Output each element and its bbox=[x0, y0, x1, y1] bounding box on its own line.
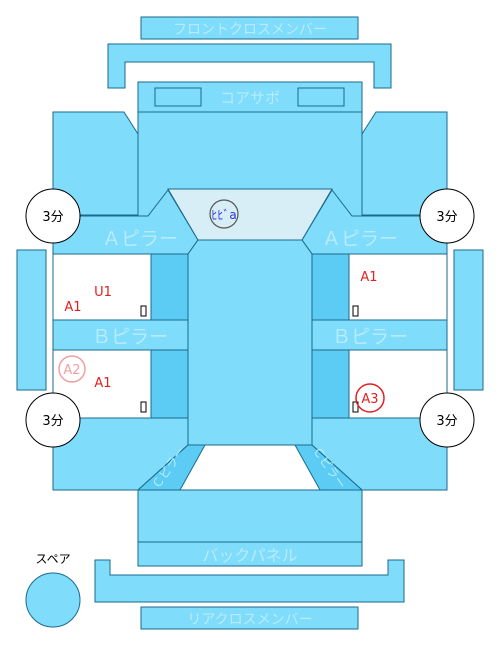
panels bbox=[16, 16, 484, 630]
b-pillar-left bbox=[52, 319, 189, 351]
a-pillar-right-label: Ａピラー bbox=[322, 228, 398, 250]
door-handle-icon bbox=[140, 401, 147, 413]
windshield-mark-circle[interactable] bbox=[209, 199, 239, 229]
core-support-slot-right bbox=[297, 87, 345, 107]
rear-left-circle-mark: A2 bbox=[63, 363, 80, 378]
front-left-door bbox=[52, 253, 152, 321]
badge-front-left-label: 3分 bbox=[42, 210, 63, 225]
rear-cross-member-label: リアクロスメンバー bbox=[187, 612, 312, 628]
spare-label: スペア bbox=[35, 552, 70, 566]
trunk-lid bbox=[137, 489, 363, 543]
core-support-slot-left bbox=[154, 87, 202, 107]
door-handles bbox=[140, 305, 359, 413]
left-side-sill bbox=[16, 249, 47, 391]
back-panel-label: バックパネル bbox=[202, 546, 297, 565]
a-pillar-left-label: Ａピラー bbox=[102, 228, 178, 250]
badge-rear-right-label: 3分 bbox=[436, 414, 457, 429]
core-support-label: コアサポ bbox=[220, 89, 280, 107]
door-handle-icon bbox=[352, 305, 359, 317]
front-left-door-mark-2: A1 bbox=[64, 300, 81, 315]
right-side-sill bbox=[453, 249, 484, 391]
b-pillar-right-label: Ｂピラー bbox=[332, 326, 408, 348]
rear-right-circle-mark: A3 bbox=[361, 392, 378, 407]
wheel-badge-front-right[interactable] bbox=[419, 188, 475, 244]
spare-tire bbox=[25, 572, 81, 628]
rear-bracket bbox=[94, 559, 405, 603]
wheel-badges bbox=[25, 188, 475, 448]
rear-left-door-mark: A1 bbox=[94, 376, 111, 391]
rear-right-mark-circle[interactable] bbox=[355, 383, 385, 413]
front-right-fender bbox=[361, 111, 448, 216]
wheel-badge-rear-right[interactable] bbox=[419, 392, 475, 448]
badge-rear-left-label: 3分 bbox=[42, 414, 63, 429]
rear-cross-member bbox=[140, 606, 359, 630]
windshield bbox=[167, 188, 333, 241]
badge-front-right-label: 3分 bbox=[436, 210, 457, 225]
roof bbox=[187, 239, 313, 446]
door-handle-icon bbox=[352, 401, 359, 413]
b-pillar-left-label: Ｂピラー bbox=[92, 326, 168, 348]
wheel-badge-front-left[interactable] bbox=[25, 188, 81, 244]
windshield-mark: ﾋﾋﾞa bbox=[211, 208, 236, 222]
front-right-door bbox=[348, 253, 448, 321]
rear-left-mark-circle[interactable] bbox=[58, 355, 86, 383]
front-bracket bbox=[107, 43, 392, 89]
front-cross-member-label: フロントクロスメンバー bbox=[173, 22, 327, 38]
door-handle-icon bbox=[140, 305, 147, 317]
front-left-door-mark-1: U1 bbox=[94, 285, 112, 300]
back-panel bbox=[137, 541, 363, 567]
front-cross-member bbox=[140, 16, 359, 40]
front-right-door-mark: A1 bbox=[360, 270, 377, 285]
wheel-badge-rear-left[interactable] bbox=[25, 392, 81, 448]
